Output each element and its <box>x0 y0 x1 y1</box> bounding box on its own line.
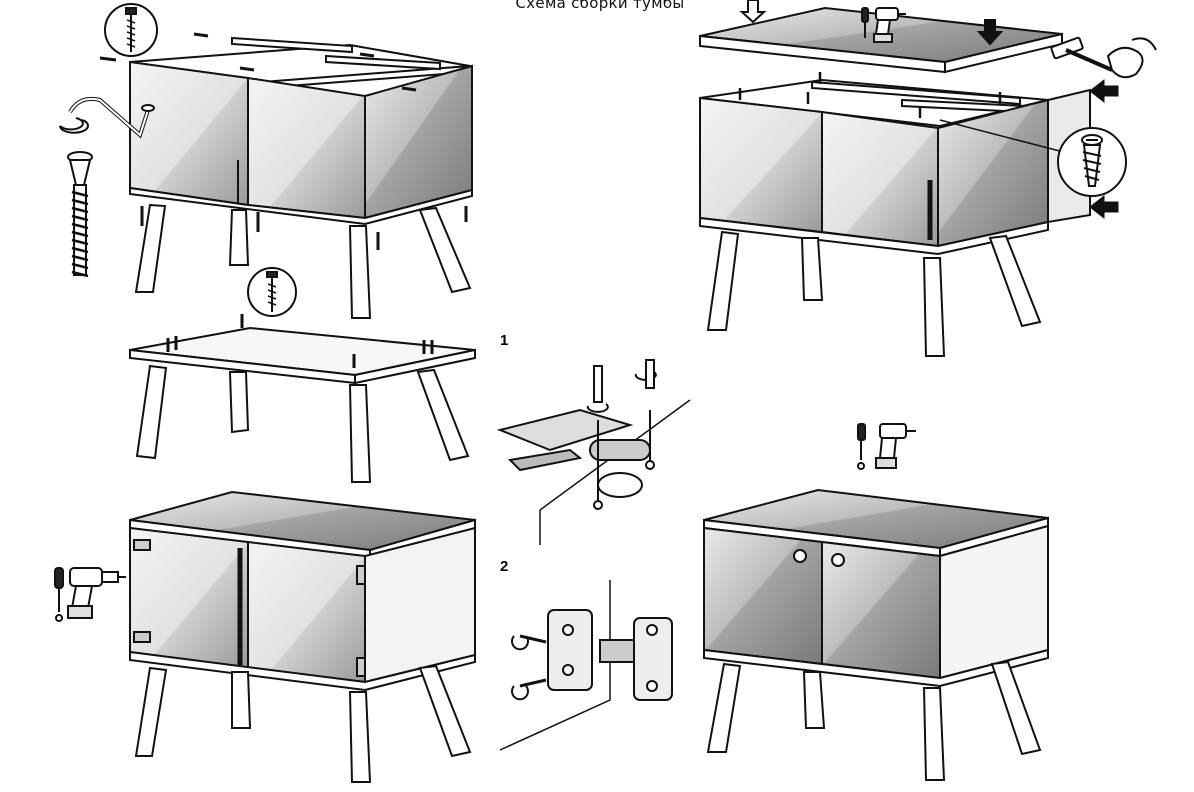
step-hinge-mount <box>129 490 476 783</box>
cabinet-hinge-icon <box>499 580 673 751</box>
step-label-1: 1 <box>500 332 509 349</box>
step-legs-attach <box>129 314 476 483</box>
step-label-2: 2 <box>500 558 509 575</box>
rotate-arrow-icon <box>59 119 89 134</box>
cordless-drill-icon <box>857 423 916 470</box>
screw-icon <box>247 267 297 317</box>
screw-icon <box>104 3 158 57</box>
screwdriver-icon <box>54 567 64 622</box>
push-arrow-icon <box>1089 78 1119 220</box>
hammer-icon <box>1050 36 1157 79</box>
cordless-drill-icon <box>67 567 126 619</box>
step-top-placement <box>699 0 1091 357</box>
hex-key-icon <box>59 96 155 139</box>
cordless-drill-icon <box>861 7 906 43</box>
screw-icon <box>1057 127 1127 197</box>
step-finished-cabinet <box>703 488 1049 781</box>
step-frame-assembly <box>99 32 473 319</box>
door-knob-icon <box>793 549 845 567</box>
cabinet-hinge-icon <box>496 359 691 545</box>
confirmat-screw-icon <box>67 151 93 278</box>
diagram-title: Схема сборки тумбы <box>515 0 685 12</box>
